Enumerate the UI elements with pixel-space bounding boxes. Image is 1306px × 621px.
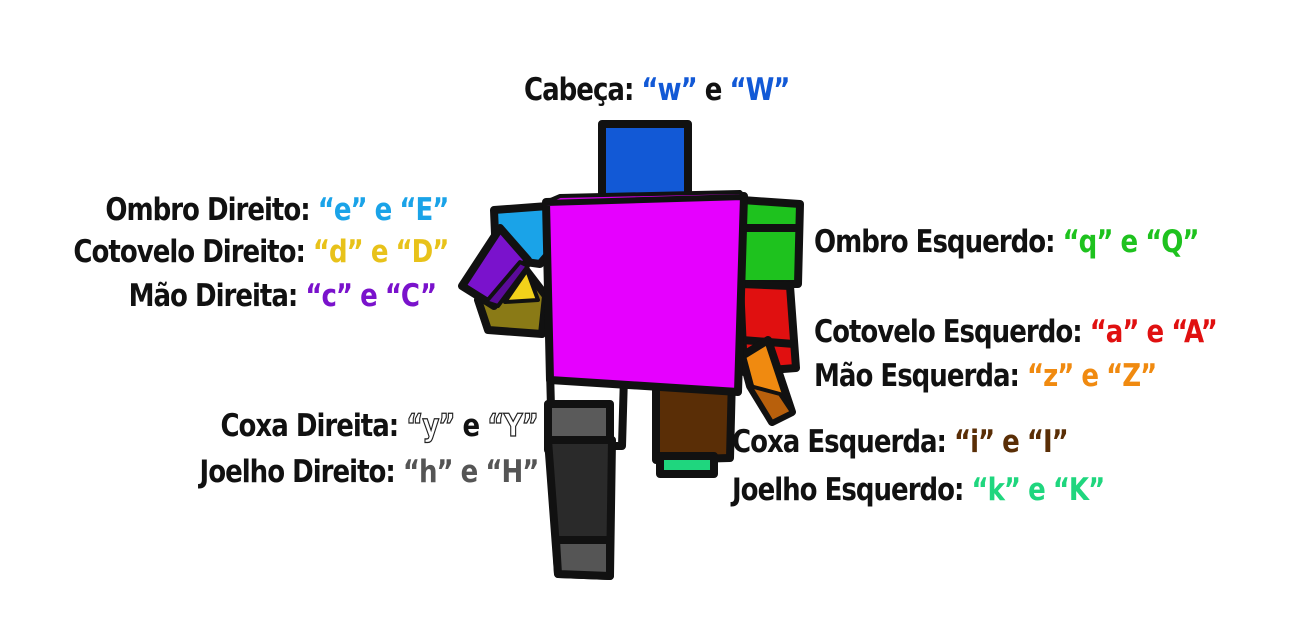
label-left-shoulder-key1: “q” — [1062, 224, 1114, 260]
label-left-knee-sep: e — [1028, 472, 1046, 508]
label-right-thigh-key2: “Y” — [487, 407, 540, 444]
label-right-shoulder-name: Ombro Direito — [104, 192, 301, 228]
label-left-shoulder-name: Ombro Esquerdo — [814, 224, 1046, 260]
label-left-thigh-key2: “I” — [1026, 424, 1069, 460]
left-knee-part — [656, 452, 718, 478]
label-right-thigh: Coxa Direita: “y” e “Y” — [220, 407, 540, 444]
label-left-elbow-key1: “a” — [1089, 314, 1140, 350]
left-shoulder-part — [736, 196, 804, 288]
label-head-sep: e — [704, 72, 723, 108]
label-head-key2: “W” — [729, 72, 790, 108]
label-right-knee-name: Joelho Direito — [199, 454, 386, 490]
label-left-knee-key2: “K” — [1052, 472, 1105, 508]
label-right-elbow-name: Cotovelo Direito — [73, 234, 296, 270]
label-left-elbow: Cotovelo Esquerdo: “a” e “A” — [814, 314, 1218, 350]
label-right-hand-name: Mão Direita — [128, 278, 288, 314]
label-left-hand-key2: “Z” — [1106, 358, 1157, 394]
label-right-elbow-sep: e — [370, 234, 388, 270]
torso-part — [542, 192, 748, 396]
label-head-name: Cabeça — [524, 72, 625, 108]
label-left-thigh: Coxa Esquerda: “i” e “I” — [732, 424, 1069, 460]
label-right-hand-key2: “C” — [384, 278, 437, 314]
label-left-hand-name: Mão Esquerda — [814, 358, 1011, 394]
label-right-shoulder-sep: e — [374, 192, 392, 228]
label-right-knee-key1: “h” — [402, 454, 453, 490]
label-right-shoulder-key1: “e” — [317, 192, 367, 228]
label-right-knee: Joelho Direito: “h” e “H” — [199, 454, 539, 490]
label-right-hand: Mão Direita: “c” e “C” — [128, 278, 437, 314]
label-left-hand-sep: e — [1081, 358, 1099, 394]
label-left-shoulder-sep: e — [1120, 224, 1138, 260]
label-right-elbow-key2: “D” — [395, 234, 449, 270]
label-right-knee-key2: “H” — [485, 454, 539, 490]
label-left-thigh-sep: e — [1002, 424, 1020, 460]
label-right-thigh-key1: “y” — [406, 407, 456, 444]
label-left-knee-name: Joelho Esquerdo — [732, 472, 955, 508]
label-left-hand-key1: “z” — [1027, 358, 1074, 394]
label-right-elbow: Cotovelo Direito: “d” e “D” — [73, 234, 449, 270]
label-left-elbow-name: Cotovelo Esquerdo — [814, 314, 1073, 350]
label-left-shoulder-key2: “Q” — [1145, 224, 1199, 260]
label-right-hand-key1: “c” — [305, 278, 353, 314]
label-right-knee-sep: e — [460, 454, 478, 490]
label-left-shoulder: Ombro Esquerdo: “q” e “Q” — [814, 224, 1200, 260]
label-left-elbow-key2: “A” — [1171, 314, 1218, 350]
label-right-thigh-name: Coxa Direita — [220, 408, 390, 444]
label-left-thigh-key1: “i” — [953, 424, 995, 460]
label-left-hand: Mão Esquerda: “z” e “Z” — [814, 358, 1157, 394]
label-right-hand-sep: e — [360, 278, 378, 314]
label-right-elbow-key1: “d” — [312, 234, 364, 270]
label-left-thigh-name: Coxa Esquerda — [732, 424, 938, 460]
label-left-knee-key1: “k” — [971, 472, 1022, 508]
label-head-key1: “w” — [641, 72, 697, 108]
right-hand-part — [458, 224, 532, 310]
label-right-thigh-sep: e — [462, 408, 481, 444]
label-right-shoulder-key2: “E” — [399, 192, 449, 228]
label-head: Cabeça: “w” e “W” — [524, 72, 790, 108]
label-left-elbow-sep: e — [1146, 314, 1165, 350]
label-left-knee: Joelho Esquerdo: “k” e “K” — [732, 472, 1105, 508]
label-right-shoulder: Ombro Direito: “e” e “E” — [104, 192, 449, 228]
